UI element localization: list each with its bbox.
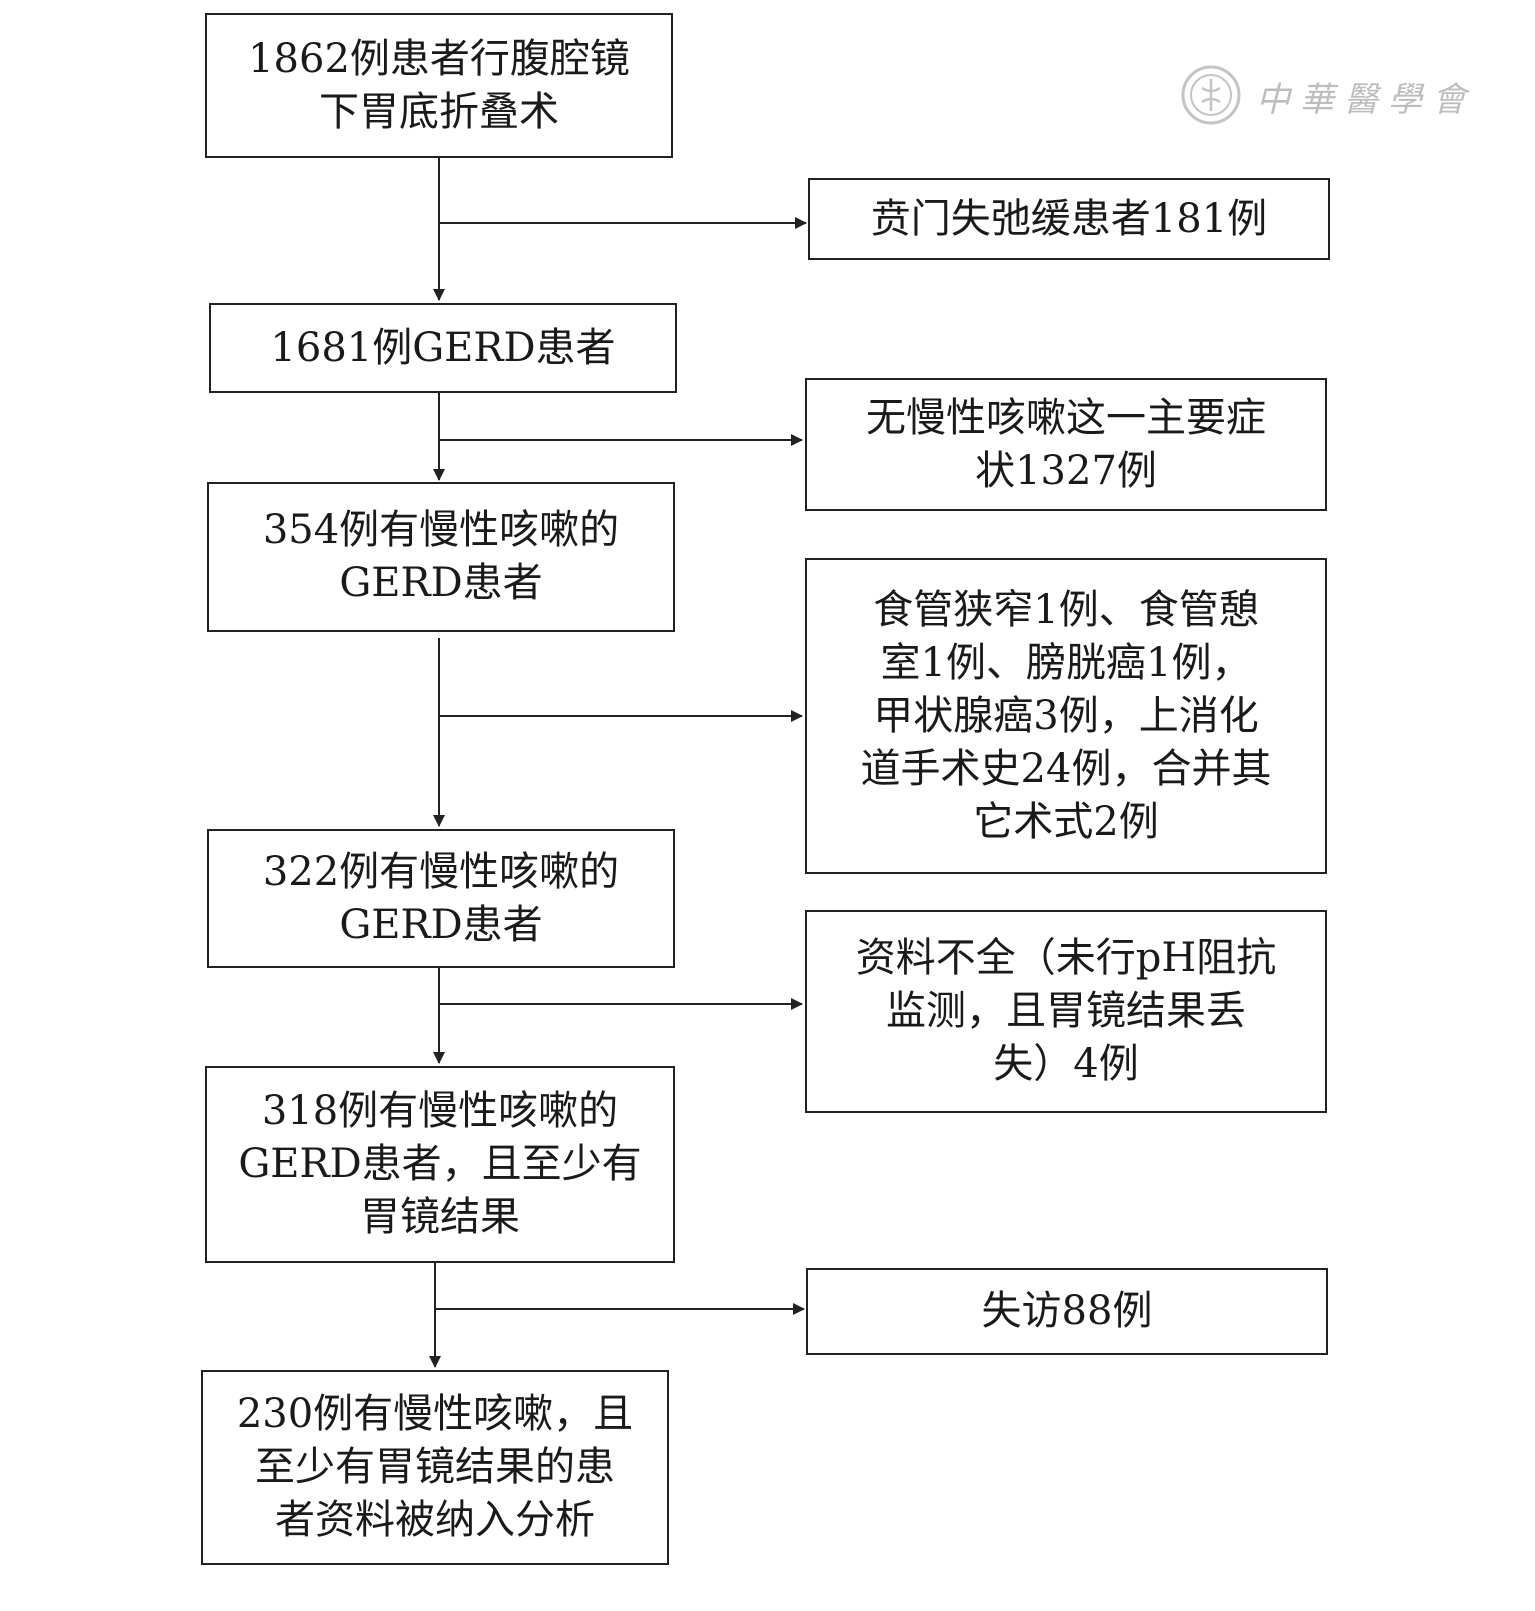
exclusion-box-lost-to-followup: 失访88例 xyxy=(806,1268,1328,1355)
exclusion-line: 失访88例 xyxy=(981,1288,1153,1334)
exclusion-line: 它术式2例 xyxy=(973,798,1159,845)
step-box-initial-cohort: 1862例患者行腹腔镜 下胃底折叠术 xyxy=(205,13,673,158)
step-line: 胃镜结果 xyxy=(360,1194,520,1240)
society-seal-icon xyxy=(1181,65,1241,125)
exclusion-box-comorbidities: 食管狭窄1例、食管憩 室1例、膀胱癌1例， 甲状腺癌3例，上消化 道手术史24例… xyxy=(805,558,1327,874)
step-box-gerd-patients: 1681例GERD患者 xyxy=(209,303,677,393)
exclusion-line: 监测，且胃镜结果丢 xyxy=(886,988,1246,1034)
step-line: GERD患者 xyxy=(339,560,543,606)
exclusion-line: 道手术史24例，合并其 xyxy=(860,745,1272,792)
step-line: 322例有慢性咳嗽的 xyxy=(262,848,620,895)
step-line: 1681例GERD患者 xyxy=(270,324,616,371)
exclusion-line: 资料不全（未行pH阻抗 xyxy=(855,935,1277,981)
step-line: 至少有胃镜结果的患 xyxy=(255,1444,615,1490)
exclusion-line: 无慢性咳嗽这一主要症 xyxy=(866,394,1266,441)
step-line: 下胃底折叠术 xyxy=(319,88,559,135)
step-box-final-analysis: 230例有慢性咳嗽，且 至少有胃镜结果的患 者资料被纳入分析 xyxy=(201,1370,669,1565)
watermark-text: 中華醫學會 xyxy=(1256,80,1476,120)
watermark-logo: 中華醫學會 xyxy=(1180,64,1535,134)
step-line: 318例有慢性咳嗽的 xyxy=(261,1088,619,1134)
step-box-with-endoscopy: 318例有慢性咳嗽的 GERD患者，且至少有 胃镜结果 xyxy=(205,1066,675,1263)
step-line: 者资料被纳入分析 xyxy=(275,1497,595,1543)
exclusion-box-no-cough: 无慢性咳嗽这一主要症 状1327例 xyxy=(805,378,1327,511)
step-box-after-comorbidity-exclusion: 322例有慢性咳嗽的 GERD患者 xyxy=(207,829,675,968)
exclusion-line: 贲门失弛缓患者181例 xyxy=(870,195,1268,242)
exclusion-line: 室1例、膀胱癌1例， xyxy=(880,639,1252,686)
step-line: 354例有慢性咳嗽的 xyxy=(262,507,620,553)
exclusion-line: 失）4例 xyxy=(993,1041,1139,1087)
exclusion-line: 食管狭窄1例、食管憩 xyxy=(873,586,1259,633)
exclusion-box-incomplete-data: 资料不全（未行pH阻抗 监测，且胃镜结果丢 失）4例 xyxy=(805,910,1327,1113)
step-line: GERD患者，且至少有 xyxy=(238,1141,642,1187)
exclusion-box-achalasia: 贲门失弛缓患者181例 xyxy=(808,178,1330,260)
step-box-chronic-cough: 354例有慢性咳嗽的 GERD患者 xyxy=(207,482,675,632)
exclusion-line: 状1327例 xyxy=(975,447,1157,494)
step-line: GERD患者 xyxy=(339,901,543,948)
step-line: 230例有慢性咳嗽，且 xyxy=(236,1391,634,1437)
exclusion-line: 甲状腺癌3例，上消化 xyxy=(873,692,1259,739)
step-line: 1862例患者行腹腔镜 xyxy=(248,35,630,82)
